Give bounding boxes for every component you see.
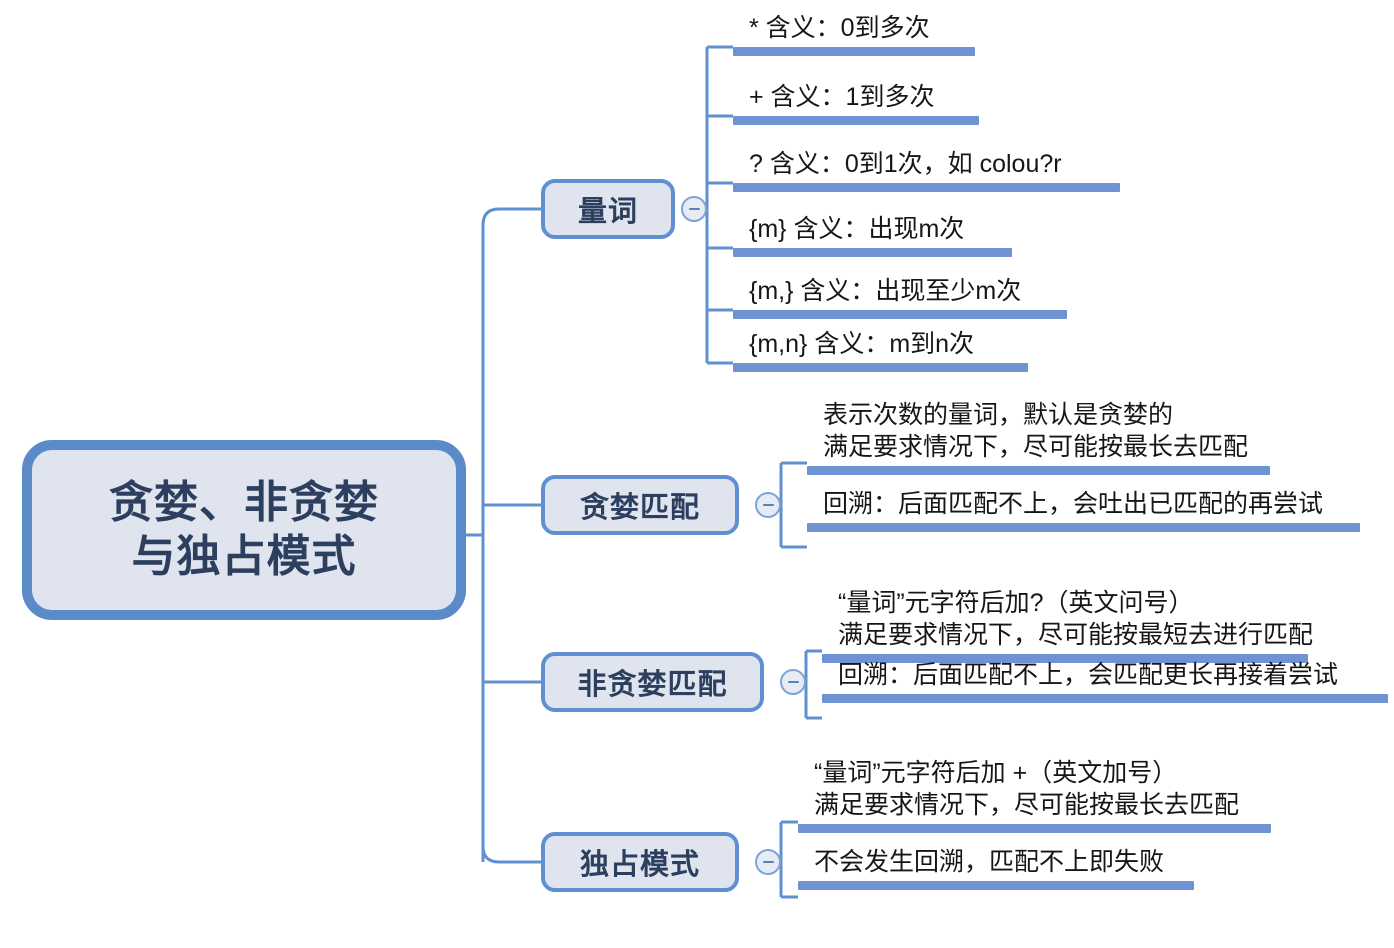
leaf-text: 不会发生回溯，匹配不上即失败 <box>814 848 1165 876</box>
leaf-underline-bar <box>733 116 979 125</box>
branch-label-greedy-match: 贪婪匹配 <box>579 492 700 524</box>
leaf-underline-bar <box>807 523 1360 532</box>
leaf-underline-bar <box>798 824 1271 833</box>
minus-circle-icon <box>762 861 774 863</box>
leaf-item[interactable]: 回溯：后面匹配不上，会吐出已匹配的再尝试 <box>807 488 1367 532</box>
leaf-item[interactable]: {m} 含义：出现m次 <box>733 213 1133 257</box>
leaf-text: 表示次数的量词，默认是贪婪的 满足要求情况下，尽可能按最长去匹配 <box>823 401 1249 461</box>
collapse-toggle-lazy-match[interactable] <box>780 669 806 695</box>
branch-node-quantifiers[interactable]: 量词 <box>541 179 675 239</box>
leaf-text: {m,} 含义：出现至少m次 <box>749 277 1022 305</box>
leaf-item[interactable]: {m,n} 含义：m到n次 <box>733 328 1133 372</box>
leaf-text: * 含义：0到多次 <box>749 14 930 42</box>
leaf-text: {m} 含义：出现m次 <box>749 215 965 243</box>
leaf-item[interactable]: {m,} 含义：出现至少m次 <box>733 275 1133 319</box>
leaf-underline-bar <box>807 466 1270 475</box>
root-node[interactable]: 贪婪、非贪婪 与独占模式 <box>22 440 466 620</box>
leaf-item[interactable]: “量词”元字符后加 +（英文加号） 满足要求情况下，尽可能按最长去匹配 <box>798 757 1278 833</box>
leaf-text: + 含义：1到多次 <box>749 83 935 111</box>
root-label: 贪婪、非贪婪 与独占模式 <box>109 478 379 581</box>
leaf-text: “量词”元字符后加?（英文问号） 满足要求情况下，尽可能按最短去进行匹配 <box>838 589 1314 649</box>
leaf-item[interactable]: “量词”元字符后加?（英文问号） 满足要求情况下，尽可能按最短去进行匹配 <box>822 587 1322 663</box>
collapse-toggle-greedy-match[interactable] <box>755 492 781 518</box>
leaf-text: ? 含义：0到1次，如 colou?r <box>749 150 1062 178</box>
leaf-item[interactable]: 回溯：后面匹配不上，会匹配更长再接着尝试 <box>822 659 1394 703</box>
collapse-toggle-quantifiers[interactable] <box>681 196 707 222</box>
leaf-text: {m,n} 含义：m到n次 <box>749 330 975 358</box>
branch-node-possessive-mode[interactable]: 独占模式 <box>541 832 739 892</box>
leaf-text: 回溯：后面匹配不上，会匹配更长再接着尝试 <box>838 661 1339 689</box>
leaf-item[interactable]: + 含义：1到多次 <box>733 81 1093 125</box>
leaf-item[interactable]: 表示次数的量词，默认是贪婪的 满足要求情况下，尽可能按最长去匹配 <box>807 399 1277 475</box>
branch-label-lazy-match: 非贪婪匹配 <box>577 669 728 701</box>
collapse-toggle-possessive-mode[interactable] <box>755 849 781 875</box>
branch-label-possessive-mode: 独占模式 <box>579 849 700 881</box>
branch-node-greedy-match[interactable]: 贪婪匹配 <box>541 475 739 535</box>
leaf-item[interactable]: ? 含义：0到1次，如 colou?r <box>733 148 1153 192</box>
leaf-underline-bar <box>733 183 1120 192</box>
leaf-item[interactable]: * 含义：0到多次 <box>733 12 1093 56</box>
leaf-underline-bar <box>798 881 1194 890</box>
leaf-underline-bar <box>733 310 1067 319</box>
minus-circle-icon <box>688 208 700 210</box>
branch-label-quantifiers: 量词 <box>577 196 638 228</box>
leaf-underline-bar <box>733 248 1012 257</box>
leaf-text: “量词”元字符后加 +（英文加号） 满足要求情况下，尽可能按最长去匹配 <box>814 759 1240 819</box>
leaf-underline-bar <box>733 363 1028 372</box>
leaf-underline-bar <box>733 47 975 56</box>
leaf-text: 回溯：后面匹配不上，会吐出已匹配的再尝试 <box>823 490 1324 518</box>
leaf-item[interactable]: 不会发生回溯，匹配不上即失败 <box>798 846 1198 890</box>
branch-node-lazy-match[interactable]: 非贪婪匹配 <box>541 652 764 712</box>
leaf-underline-bar <box>822 654 1308 663</box>
minus-circle-icon <box>762 504 774 506</box>
minus-circle-icon <box>787 681 799 683</box>
leaf-underline-bar <box>822 694 1388 703</box>
